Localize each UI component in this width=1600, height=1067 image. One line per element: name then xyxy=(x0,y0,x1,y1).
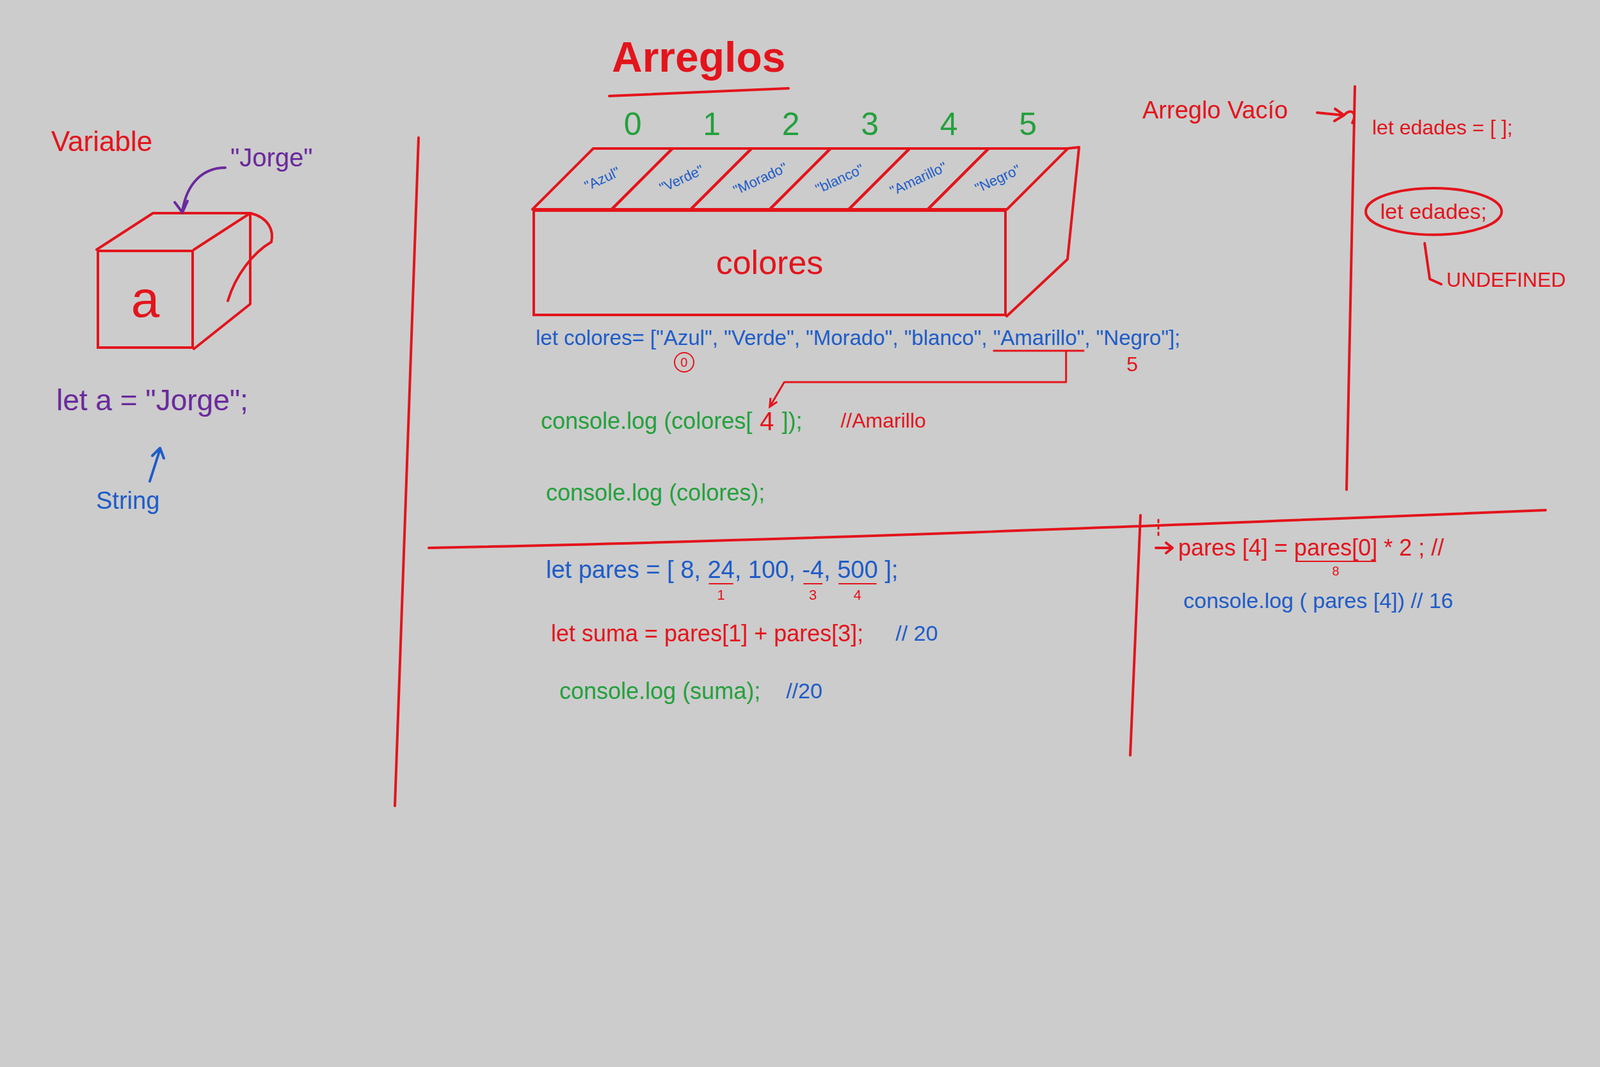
heading-note: Arreglo Vacío xyxy=(1142,96,1288,126)
code-line: console.log ( pares [4]) // 16 xyxy=(1183,587,1453,614)
node-text: 0 xyxy=(680,354,688,370)
array-cell: "blanco" xyxy=(769,148,911,210)
array-box: colores xyxy=(532,209,1007,317)
pointer-arrow xyxy=(1155,542,1173,553)
item-underline xyxy=(993,350,1085,352)
node-text: "blanco" xyxy=(812,160,867,198)
index-number: 4 xyxy=(853,586,862,604)
code-line: let colores= ["Azul", "Verde", "Morado",… xyxy=(535,325,1181,351)
node-text: "Negro" xyxy=(972,161,1024,198)
node-text: "Morado" xyxy=(730,158,791,199)
cell-outline xyxy=(928,148,1069,210)
index-number: 0 xyxy=(624,104,642,144)
ellipse-outline xyxy=(1365,188,1502,235)
code-line: console.log (colores[ xyxy=(540,407,752,435)
variable-box: a xyxy=(96,249,194,349)
node-text: "Amarillo" xyxy=(887,158,950,200)
value-note: 8 xyxy=(1332,563,1340,579)
divider-line xyxy=(1346,86,1355,490)
divider-line xyxy=(1130,515,1141,756)
count-note: 5 xyxy=(1126,352,1138,377)
empty-array-arrow xyxy=(1317,108,1355,123)
divider-line xyxy=(394,137,419,806)
array-cell: "Negro" xyxy=(928,148,1069,210)
code-line: let pares = [ 8, 24, 100, -4, 500 ]; xyxy=(545,555,898,585)
value-note: "Jorge" xyxy=(230,142,313,173)
index-number: 5 xyxy=(1018,104,1037,144)
title: Arreglos xyxy=(611,32,786,83)
pointer-arrow xyxy=(769,350,1067,408)
index-number: 2 xyxy=(782,104,800,144)
array-cell: "Azul" xyxy=(532,148,673,210)
title-underline xyxy=(609,88,789,96)
cube-edge xyxy=(96,213,251,250)
array-cell: "Verde" xyxy=(611,148,752,210)
cell-outline xyxy=(611,148,752,210)
cell-outline xyxy=(769,148,911,210)
index-underline xyxy=(838,583,877,585)
code-line: let edades = [ ]; xyxy=(1372,115,1513,140)
array-cell: "Morado" xyxy=(690,148,831,210)
cell-outline xyxy=(532,148,673,210)
node-text: a xyxy=(131,268,160,331)
node-text: colores xyxy=(716,242,824,283)
node-text: let edades; xyxy=(1380,198,1487,225)
undefined-note: let edades; xyxy=(1364,186,1503,237)
code-line: let a = "Jorge"; xyxy=(56,382,249,418)
cell-outline xyxy=(690,148,831,210)
index-underline xyxy=(803,583,823,585)
index-underline xyxy=(1295,560,1376,562)
code-line: console.log (colores); xyxy=(545,478,765,507)
node-text: "Verde" xyxy=(656,161,706,197)
code-line: ]); xyxy=(781,407,802,435)
index-number: 3 xyxy=(808,586,817,604)
result-bracket xyxy=(1424,243,1442,285)
index-number: 1 xyxy=(716,586,725,604)
index-number: 1 xyxy=(702,104,721,144)
index-circle: 0 xyxy=(673,352,695,373)
comment: // 20 xyxy=(895,620,938,647)
index-number: 4 xyxy=(940,104,959,144)
index-number: 3 xyxy=(860,104,879,144)
index-underline xyxy=(708,583,733,585)
pointer-mark xyxy=(1157,519,1160,539)
arrow-head xyxy=(769,398,778,408)
type-arrow xyxy=(149,448,164,482)
cell-outline xyxy=(848,148,989,210)
type-note: String xyxy=(96,486,160,516)
index-number: 4 xyxy=(759,405,774,437)
comment: //Amarillo xyxy=(840,408,926,433)
result-note: UNDEFINED xyxy=(1446,267,1567,292)
code-line: let suma = pares[1] + pares[3]; xyxy=(551,619,864,648)
code-line: console.log (suma); xyxy=(559,677,761,705)
value-arrow xyxy=(174,167,226,213)
comment: //20 xyxy=(785,677,823,704)
node-text: "Azul" xyxy=(581,163,623,195)
cube-lid xyxy=(227,213,272,301)
cube-edge xyxy=(193,213,251,349)
array-cell: "Amarillo" xyxy=(848,148,989,210)
heading-note: Variable xyxy=(51,124,153,159)
code-line: pares [4] = pares[0] * 2 ; // xyxy=(1178,533,1444,562)
